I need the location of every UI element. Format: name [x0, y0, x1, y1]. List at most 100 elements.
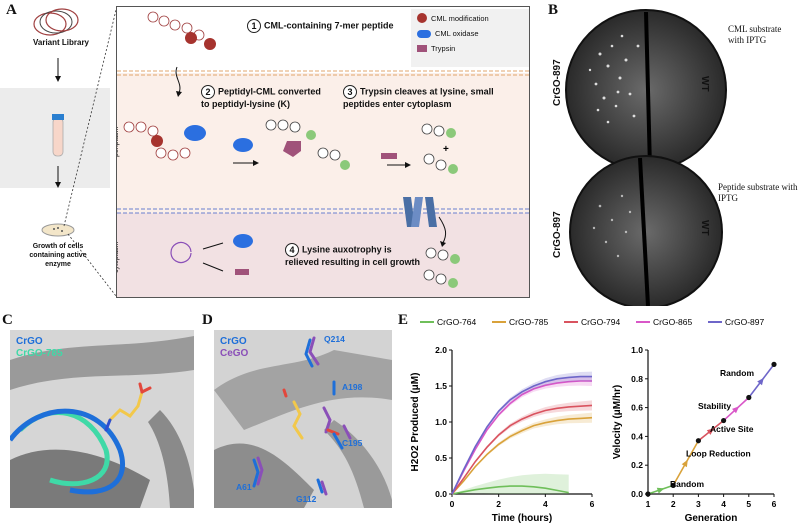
- chart1-xtick-label: 0: [450, 499, 455, 509]
- line-crgo-764: [451, 485, 569, 495]
- legend-cml-oxidase: CML oxidase: [417, 29, 523, 38]
- plate-top-left-label: CrGO-897: [552, 59, 563, 106]
- chart2-ytick-label: 0.6: [631, 403, 643, 413]
- point-generation-5: [746, 394, 752, 401]
- plate-bottom-left-label: CrGO-897: [552, 211, 563, 258]
- line-crgo-897: [451, 375, 592, 495]
- periplasm-label: periplasm: [116, 126, 120, 157]
- legend-cml-modification: CML modification: [417, 13, 523, 23]
- annotation-loop-reduction: Loop Reduction: [686, 449, 751, 459]
- variant-library-label: Variant Library: [32, 38, 90, 47]
- legend-trypsin: Trypsin: [417, 44, 523, 53]
- panel-d-legend-crgo: CrGO: [220, 336, 247, 347]
- protein-loop-graphic: [10, 336, 194, 508]
- cytoplasm-label: cytoplasm: [116, 241, 120, 273]
- chart1-ytick-label: 0.5: [435, 453, 447, 463]
- plate-top-right-label: WT: [699, 76, 710, 92]
- legend-label-crgo-897: CrGO-897: [725, 317, 764, 327]
- annotation-active-site: Active Site: [710, 424, 754, 434]
- point-generation-6: [771, 361, 777, 367]
- line-crgo-794: [451, 404, 593, 495]
- panel-b: CrGO-897 WT CML substrate with IPTG CrGO…: [552, 6, 800, 309]
- line-crgo-865: [451, 380, 592, 495]
- panel-e-letter: E: [398, 312, 409, 328]
- chart2-xtick-label: 2: [671, 499, 676, 509]
- legend-box: CML modification CML oxidase Trypsin: [411, 9, 529, 67]
- petri-plates-graphic: [565, 9, 727, 309]
- residue-a198: A198: [342, 382, 363, 392]
- chart2-ytick-label: 1.0: [631, 345, 643, 355]
- step-1-text: CML-containing 7-mer peptide: [264, 20, 394, 31]
- panel-c-letter: C: [2, 312, 13, 328]
- annotation-random: Random: [720, 368, 754, 378]
- chart2-ytick-label: 0.2: [631, 460, 643, 470]
- point-generation-3: [695, 438, 701, 444]
- band-crgo-785: [452, 412, 592, 494]
- panel-c-legend-crgo: CrGO: [16, 336, 43, 347]
- step-1-number: 1: [247, 19, 261, 33]
- point-generation-1: [645, 491, 651, 497]
- chart1-ytick-label: 1.0: [435, 417, 447, 427]
- panel-a-dotted-connectors: [63, 9, 117, 297]
- chart2-xtick-label: 4: [721, 499, 726, 509]
- residue-g112: G112: [296, 494, 317, 504]
- chart1-ylabel: H2O2 Produced (μM): [410, 373, 421, 472]
- legend-label-crgo-785: CrGO-785: [509, 317, 548, 327]
- chart1-xtick-label: 6: [590, 499, 595, 509]
- annotation-random: Random: [670, 479, 704, 489]
- chart1-xtick-label: 2: [496, 499, 501, 509]
- segment-arrow-3: [706, 428, 715, 435]
- annotation-stability: Stability: [698, 401, 731, 411]
- residue-c195: C195: [342, 438, 363, 448]
- legend-label-crgo-794: CrGO-794: [581, 317, 620, 327]
- legend-label-crgo-764: CrGO-764: [437, 317, 476, 327]
- segment-arrow-2: [681, 459, 688, 468]
- residue-q214: Q214: [324, 334, 345, 344]
- plate-top-caption: CML substrate with IPTG: [728, 24, 782, 45]
- point-generation-2: [670, 482, 676, 488]
- chart2-xtick-label: 6: [772, 499, 777, 509]
- chart2-xtick-label: 3: [696, 499, 701, 509]
- chart1-xlabel: Time (hours): [492, 513, 552, 524]
- active-site-graphic: [214, 336, 392, 508]
- point-generation-4: [721, 417, 727, 424]
- chart1-ytick-label: 2.0: [435, 345, 447, 355]
- chart2-ytick-label: 0.0: [631, 489, 643, 499]
- cytoplasm-region: [117, 213, 529, 297]
- chart2-xlabel: Generation: [685, 513, 738, 524]
- panel-d-legend-cego: CeGO: [220, 348, 249, 359]
- growth-label: Growth of cells containing active enzyme: [29, 243, 87, 268]
- plate-bottom-right-label: WT: [699, 220, 710, 236]
- line-crgo-785: [451, 416, 593, 495]
- panel-e-charts: CrGO-764 CrGO-785 CrGO-794 CrGO-865 CrGO-897…: [410, 317, 777, 524]
- panel-c-structure: CrGO CrGO-785: [10, 330, 194, 508]
- chart2-xtick-label: 1: [646, 499, 651, 509]
- plate-bottom-caption: Peptide substrate with IPTG: [718, 182, 798, 203]
- panel-c-legend-crgo-785: CrGO-785: [16, 348, 63, 359]
- chart2-ylabel: Velocity (μM/hr): [612, 385, 623, 459]
- pathway-graphic: +: [117, 11, 529, 288]
- panel-d-letter: D: [202, 312, 213, 328]
- segment-arrow-1: [656, 487, 665, 494]
- chart1-xtick-label: 4: [543, 499, 548, 509]
- periplasm-region: [117, 73, 529, 213]
- chart2-xtick-label: 5: [746, 499, 751, 509]
- panel-d-structure: CrGO CeGO Q214 A198 C195 A61 G112: [214, 330, 392, 508]
- segment-arrow-5: [757, 377, 764, 386]
- chart2-ytick-label: 0.8: [631, 374, 643, 384]
- legend-label-crgo-865: CrGO-865: [653, 317, 692, 327]
- panel-a-left-column: Variant Library Growth of cells containi…: [0, 0, 110, 300]
- panel-a-letter: A: [6, 2, 17, 18]
- variant-library-graphic: [0, 8, 110, 237]
- residue-a61: A61: [236, 482, 252, 492]
- svg-text:+: +: [443, 144, 449, 155]
- segment-arrow-4: [732, 406, 740, 414]
- chart2-ytick-label: 0.4: [631, 431, 643, 441]
- chart1-ytick-label: 0.0: [435, 489, 447, 499]
- panel-b-letter: B: [548, 2, 559, 18]
